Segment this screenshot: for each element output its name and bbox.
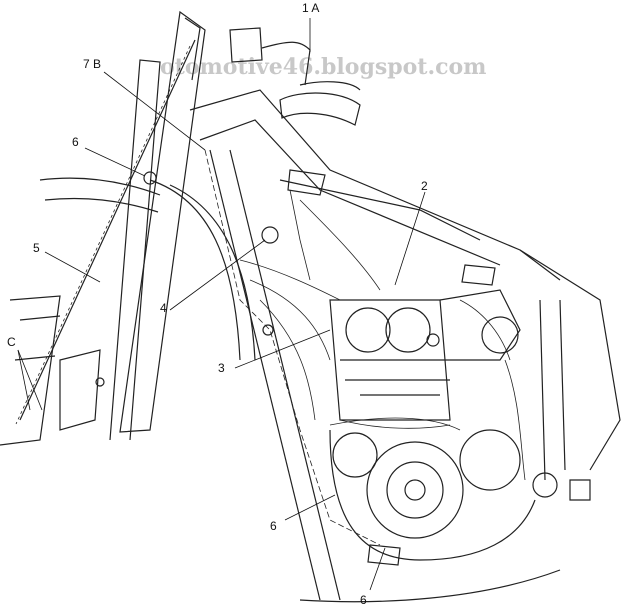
callout-6-middle: 6 [270, 519, 277, 533]
callout-2: 2 [421, 179, 428, 193]
callout-c: C [7, 335, 16, 349]
callout-1a: 1 A [302, 1, 319, 15]
callout-3: 3 [218, 361, 225, 375]
front-fork [0, 10, 206, 446]
callout-5: 5 [33, 241, 40, 255]
front-fender [39, 177, 256, 361]
cable-5 [15, 39, 196, 425]
frame [189, 89, 621, 603]
watermark-text: otomotive46.blogspot.com [160, 54, 486, 80]
wiring-harness [204, 149, 526, 546]
callout-6-bottom: 6 [360, 593, 367, 607]
leader-lines [17, 18, 426, 591]
callout-4: 4 [160, 301, 167, 315]
callout-6-top: 6 [72, 135, 79, 149]
connectors [95, 169, 591, 566]
callout-7b: 7 B [83, 57, 101, 71]
engine [329, 289, 558, 561]
